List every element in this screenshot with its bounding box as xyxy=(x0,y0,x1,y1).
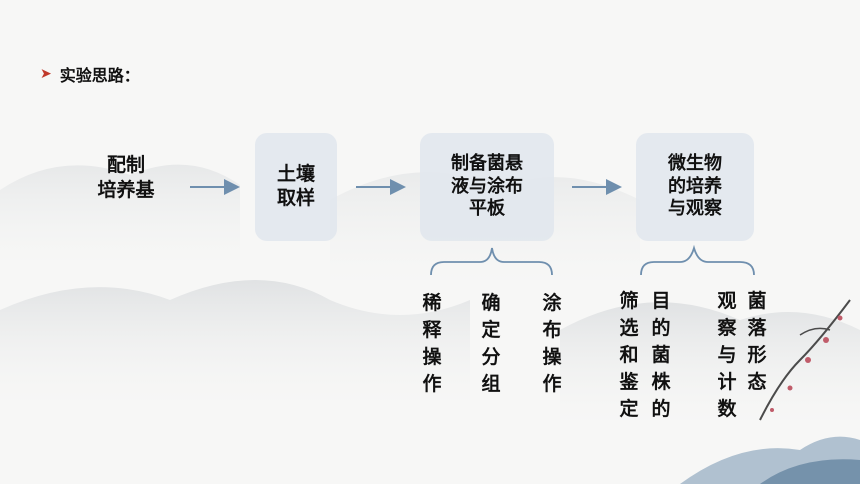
substep-colony-morphology: 菌落形态 xyxy=(747,290,767,393)
section-heading: ➤ 实验思路： xyxy=(40,62,140,86)
step-suspension-plating: 制备菌悬 液与涂布 平板 xyxy=(420,133,554,241)
bracket-step3 xyxy=(430,247,553,276)
substep-dilution: 稀释操作 xyxy=(422,292,442,395)
section-heading-text: 实验思路： xyxy=(59,66,140,85)
bullet-arrow-icon: ➤ xyxy=(40,66,52,82)
substep-grouping: 确定分组 xyxy=(481,292,501,395)
substep-screen-identify: 筛选和鉴定 xyxy=(619,290,639,420)
step-culture-observe: 微生物 的培养 与观察 xyxy=(636,133,754,241)
substep-spreading: 涂布操作 xyxy=(542,292,562,395)
step-prepare-medium: 配制 培养基 xyxy=(97,154,155,201)
substep-observe-count: 观察与计数 xyxy=(717,290,737,420)
step-soil-sampling: 土壤 取样 xyxy=(255,133,337,241)
bracket-step4 xyxy=(640,244,755,276)
substep-target-strain: 目的菌株的 xyxy=(651,290,671,420)
